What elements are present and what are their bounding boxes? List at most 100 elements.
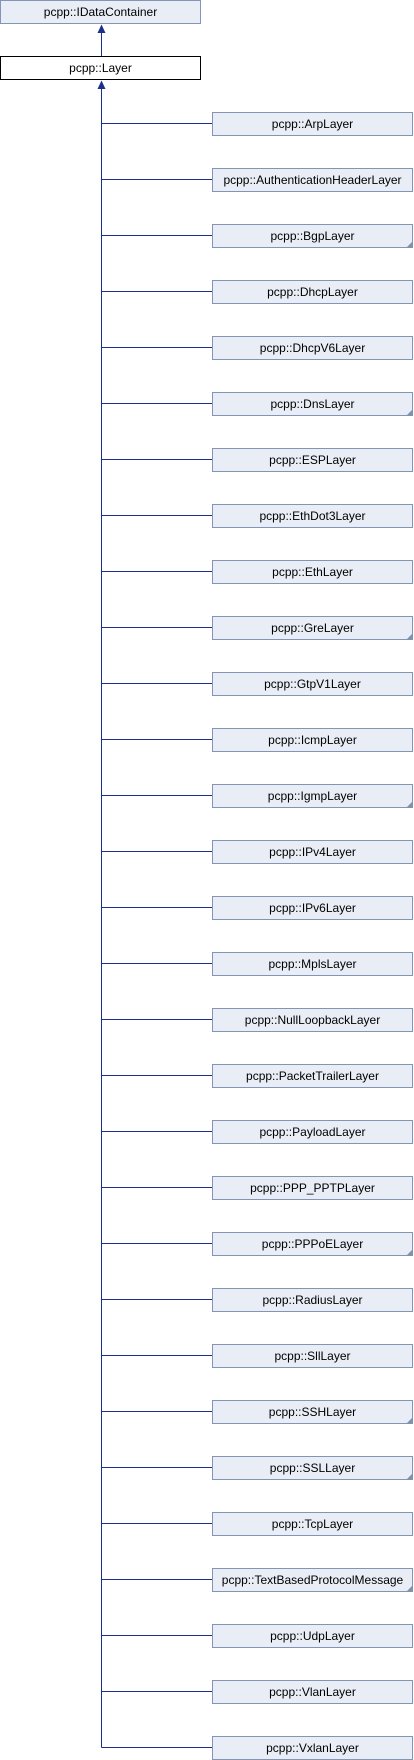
node-label: pcpp::BgpLayer bbox=[270, 229, 354, 243]
node-pcpp-icmplayer[interactable]: pcpp::IcmpLayer bbox=[212, 728, 413, 752]
node-label: pcpp::SSLLayer bbox=[270, 1461, 355, 1475]
node-pcpp-arplayer[interactable]: pcpp::ArpLayer bbox=[212, 112, 413, 136]
node-pcpp-packettrailerlayer[interactable]: pcpp::PacketTrailerLayer bbox=[212, 1064, 413, 1088]
node-label: pcpp::GreLayer bbox=[271, 621, 354, 635]
node-box bbox=[212, 1008, 413, 1032]
node-label: pcpp::EthLayer bbox=[272, 565, 353, 579]
node-pcpp-grelayer[interactable]: pcpp::GreLayer bbox=[212, 616, 413, 640]
node-box bbox=[212, 1456, 413, 1480]
node-label: pcpp::VxlanLayer bbox=[266, 1741, 359, 1755]
node-label: pcpp::DhcpLayer bbox=[267, 285, 358, 299]
node-pcpp-authenticationheaderlayer[interactable]: pcpp::AuthenticationHeaderLayer bbox=[212, 168, 413, 192]
node-label: pcpp::EthDot3Layer bbox=[259, 509, 365, 523]
node-box bbox=[212, 1288, 413, 1312]
node-pcpp-slllayer[interactable]: pcpp::SllLayer bbox=[212, 1344, 413, 1368]
node-box bbox=[212, 1344, 413, 1368]
node-box bbox=[0, 0, 201, 24]
node-label: pcpp::PayloadLayer bbox=[259, 1125, 365, 1139]
node-label: pcpp::UdpLayer bbox=[270, 1629, 355, 1643]
node-pcpp-ipv4layer[interactable]: pcpp::IPv4Layer bbox=[212, 840, 413, 864]
node-pcpp-payloadlayer[interactable]: pcpp::PayloadLayer bbox=[212, 1120, 413, 1144]
node-label: pcpp::IgmpLayer bbox=[268, 789, 357, 803]
node-box bbox=[212, 1624, 413, 1648]
node-label: pcpp::MplsLayer bbox=[268, 957, 356, 971]
node-box bbox=[212, 336, 413, 360]
node-label: pcpp::DhcpV6Layer bbox=[260, 341, 365, 355]
node-box bbox=[212, 112, 413, 136]
node-pcpp-dhcplayer[interactable]: pcpp::DhcpLayer bbox=[212, 280, 413, 304]
more-subclasses-icon bbox=[406, 1585, 413, 1592]
node-box bbox=[212, 896, 413, 920]
node-pcpp-tcplayer[interactable]: pcpp::TcpLayer bbox=[212, 1512, 413, 1536]
node-box bbox=[212, 448, 413, 472]
node-pcpp-dnslayer[interactable]: pcpp::DnsLayer bbox=[212, 392, 413, 416]
more-subclasses-icon bbox=[406, 1249, 413, 1256]
node-pcpp-idatacontainer[interactable]: pcpp::IDataContainer bbox=[0, 0, 201, 24]
node-pcpp-layer[interactable]: pcpp::Layer bbox=[0, 56, 201, 80]
arrowhead-icon bbox=[97, 24, 106, 33]
node-label: pcpp::SSHLayer bbox=[269, 1405, 356, 1419]
node-box bbox=[212, 1400, 413, 1424]
node-label: pcpp::NullLoopbackLayer bbox=[245, 1013, 380, 1027]
node-box bbox=[212, 952, 413, 976]
node-label: pcpp::ArpLayer bbox=[272, 117, 353, 131]
more-subclasses-icon bbox=[406, 633, 413, 640]
node-label: pcpp::TextBasedProtocolMessage bbox=[222, 1573, 404, 1587]
arrowhead-icon bbox=[97, 80, 106, 89]
node-pcpp-gtpv1layer[interactable]: pcpp::GtpV1Layer bbox=[212, 672, 413, 696]
node-box bbox=[212, 1680, 413, 1704]
node-label: pcpp::Layer bbox=[69, 61, 132, 75]
node-pcpp-vxlanlayer[interactable]: pcpp::VxlanLayer bbox=[212, 1736, 413, 1760]
node-pcpp-textbasedprotocolmessage[interactable]: pcpp::TextBasedProtocolMessage bbox=[212, 1568, 413, 1592]
node-box bbox=[212, 1568, 413, 1592]
node-pcpp-ethdot3layer[interactable]: pcpp::EthDot3Layer bbox=[212, 504, 413, 528]
node-pcpp-bgplayer[interactable]: pcpp::BgpLayer bbox=[212, 224, 413, 248]
node-pcpp-vlanlayer[interactable]: pcpp::VlanLayer bbox=[212, 1680, 413, 1704]
node-box bbox=[212, 1232, 413, 1256]
node-box bbox=[212, 672, 413, 696]
inheritance-edges bbox=[97, 24, 213, 1748]
node-label: pcpp::TcpLayer bbox=[272, 1517, 353, 1531]
node-label: pcpp::IcmpLayer bbox=[268, 733, 357, 747]
node-pcpp-ssllayer[interactable]: pcpp::SSLLayer bbox=[212, 1456, 413, 1480]
node-box bbox=[212, 784, 413, 808]
node-label: pcpp::DnsLayer bbox=[270, 397, 354, 411]
node-label: pcpp::RadiusLayer bbox=[262, 1293, 362, 1307]
node-label: pcpp::IPv4Layer bbox=[269, 845, 356, 859]
node-box bbox=[212, 1512, 413, 1536]
node-pcpp-igmplayer[interactable]: pcpp::IgmpLayer bbox=[212, 784, 413, 808]
node-label: pcpp::PacketTrailerLayer bbox=[246, 1069, 379, 1083]
node-label: pcpp::PPPoELayer bbox=[262, 1237, 363, 1251]
derived-class-nodes: pcpp::ArpLayerpcpp::AuthenticationHeader… bbox=[212, 112, 413, 1760]
more-subclasses-icon bbox=[406, 1473, 413, 1480]
node-label: pcpp::AuthenticationHeaderLayer bbox=[223, 173, 401, 187]
node-pcpp-ethlayer[interactable]: pcpp::EthLayer bbox=[212, 560, 413, 584]
node-box bbox=[212, 1176, 413, 1200]
node-label: pcpp::IDataContainer bbox=[44, 5, 157, 19]
more-subclasses-icon bbox=[406, 1417, 413, 1424]
more-subclasses-icon bbox=[406, 801, 413, 808]
node-box bbox=[212, 728, 413, 752]
node-pcpp-pppoelayer[interactable]: pcpp::PPPoELayer bbox=[212, 1232, 413, 1256]
node-box bbox=[212, 560, 413, 584]
node-box bbox=[212, 280, 413, 304]
node-pcpp-ppp-pptplayer[interactable]: pcpp::PPP_PPTPLayer bbox=[212, 1176, 413, 1200]
node-label: pcpp::VlanLayer bbox=[269, 1685, 356, 1699]
node-label: pcpp::ESPLayer bbox=[269, 453, 356, 467]
node-label: pcpp::GtpV1Layer bbox=[264, 677, 361, 691]
node-pcpp-dhcpv6layer[interactable]: pcpp::DhcpV6Layer bbox=[212, 336, 413, 360]
node-pcpp-mplslayer[interactable]: pcpp::MplsLayer bbox=[212, 952, 413, 976]
node-box bbox=[212, 1120, 413, 1144]
node-label: pcpp::IPv6Layer bbox=[269, 901, 356, 915]
node-pcpp-nullloopbacklayer[interactable]: pcpp::NullLoopbackLayer bbox=[212, 1008, 413, 1032]
node-pcpp-radiuslayer[interactable]: pcpp::RadiusLayer bbox=[212, 1288, 413, 1312]
node-pcpp-esplayer[interactable]: pcpp::ESPLayer bbox=[212, 448, 413, 472]
node-pcpp-ipv6layer[interactable]: pcpp::IPv6Layer bbox=[212, 896, 413, 920]
node-box bbox=[212, 616, 413, 640]
node-pcpp-udplayer[interactable]: pcpp::UdpLayer bbox=[212, 1624, 413, 1648]
node-box bbox=[212, 1064, 413, 1088]
node-label: pcpp::PPP_PPTPLayer bbox=[250, 1181, 375, 1195]
node-box bbox=[0, 56, 201, 80]
node-pcpp-sshlayer[interactable]: pcpp::SSHLayer bbox=[212, 1400, 413, 1424]
